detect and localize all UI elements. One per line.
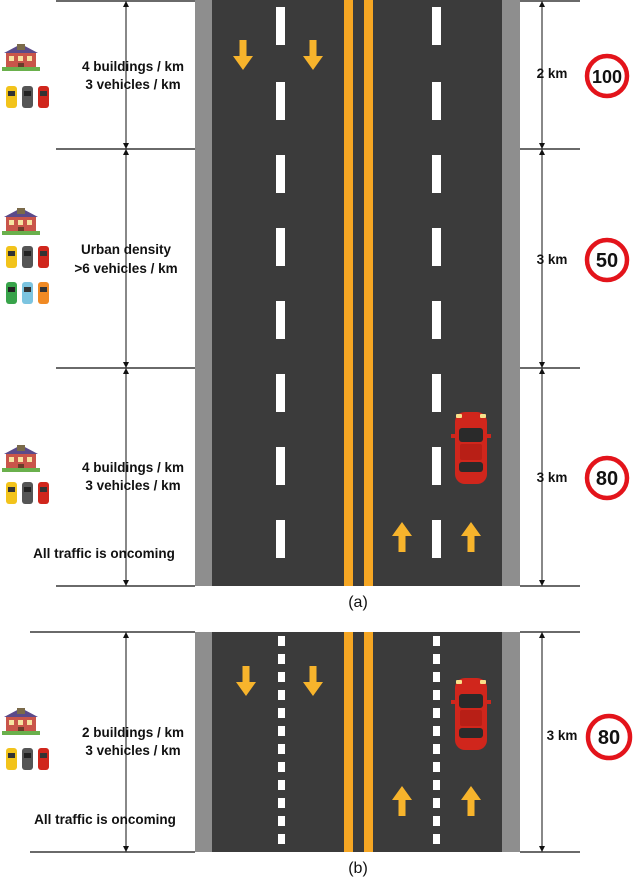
segment3-note-label: All traffic is oncoming [33,546,175,561]
lane-dashes-left [278,636,285,844]
svg-text:80: 80 [598,727,620,749]
panel-b-buildings-label: 2 buildings / km [82,725,184,740]
speed-limit-sign: 80 [585,713,633,761]
speed-limit-sign: 50 [584,237,630,283]
panel-a: 4 buildings / km 3 vehicles / km Urban d… [2,0,630,611]
building-icon [2,445,40,472]
cars-icon [6,246,49,304]
segment3-buildings-label: 4 buildings / km [82,460,184,475]
lane-dashes-left [276,7,285,558]
panel-b-vehicles-label: 3 vehicles / km [85,743,180,758]
caption-b: (b) [348,860,368,877]
cars-icon [6,482,49,504]
ego-car-icon [451,412,491,484]
segment1-vehicles-label: 3 vehicles / km [85,77,180,92]
building-icon [2,708,40,735]
segment2-length: 3 km [537,252,568,267]
panel-b-note-label: All traffic is oncoming [34,812,176,827]
speed-limit-sign: 80 [584,455,630,501]
segment3-length: 3 km [537,470,568,485]
segment1-buildings-label: 4 buildings / km [82,59,184,74]
center-line-left [344,0,353,586]
caption-a: (a) [348,594,368,611]
road-b [195,632,520,852]
building-icon [2,44,40,71]
segment3-vehicles-label: 3 vehicles / km [85,478,180,493]
svg-text:50: 50 [596,250,618,272]
lane-dashes-right [432,7,441,558]
building-icon [2,208,40,235]
panel-b: 2 buildings / km 3 vehicles / km All tra… [2,631,633,877]
svg-text:80: 80 [596,468,618,490]
cars-icon [6,86,49,108]
speed-limit-sign: 100 [584,53,630,99]
panel-b-length: 3 km [547,728,578,743]
cars-icon [6,748,49,770]
segment2-density-label: Urban density [81,242,172,257]
ego-car-icon [451,678,491,750]
svg-text:100: 100 [592,67,622,87]
lane-dashes-right [433,636,440,844]
center-line-right [364,0,373,586]
road-a [195,0,520,586]
segment2-vehicles-label: >6 vehicles / km [74,261,177,276]
segment1-length: 2 km [537,66,568,81]
